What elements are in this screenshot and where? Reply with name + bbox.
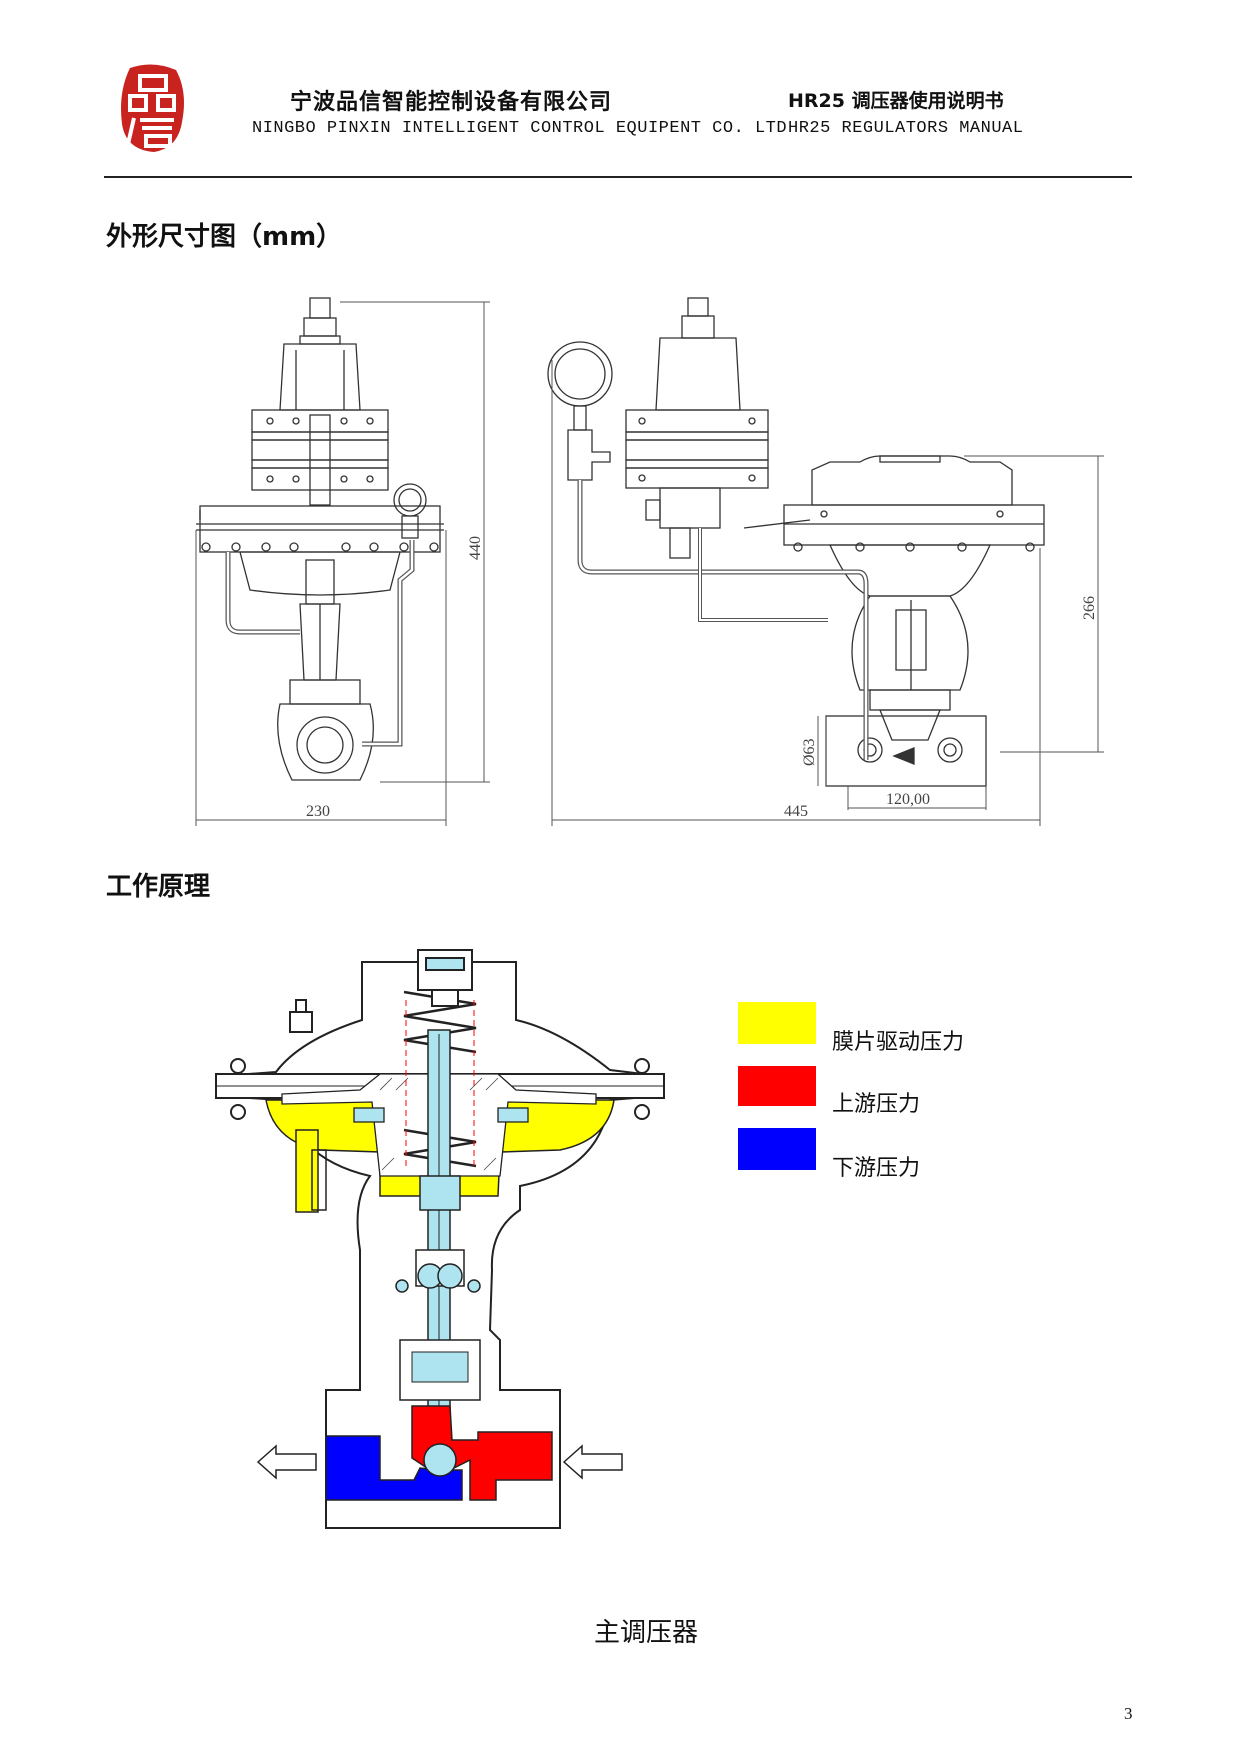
dim-left-width: 230 [306, 803, 330, 820]
dimension-drawing: 230 440 445 266 Ø63 120,00 [195, 297, 1104, 826]
dimensions-section-title: 外形尺寸图（mm） [106, 222, 343, 252]
legend-label-downstream: 下游压力 [832, 1156, 921, 1181]
valve-plug [423, 1443, 457, 1477]
legend: 膜片驱动压力 上游压力 下游压力 [738, 1002, 1038, 1192]
outlet-arrow-icon [256, 1444, 317, 1480]
manual-title-en: HR25 REGULATORS MANUAL [788, 119, 1024, 138]
legend-swatch-diaphragm [738, 1002, 816, 1044]
dim-right-height: 266 [1081, 596, 1098, 620]
header-divider [104, 176, 1132, 178]
page-number: 3 [1124, 1704, 1133, 1723]
company-name-en: NINGBO PINXIN INTELLIGENT CONTROL EQUIPE… [252, 119, 788, 138]
legend-swatch-downstream [738, 1128, 816, 1170]
inlet-arrow-icon [562, 1444, 623, 1480]
principle-section-title: 工作原理 [106, 872, 211, 902]
pilot-signal-port [295, 1129, 319, 1213]
legend-label-upstream: 上游压力 [832, 1092, 921, 1117]
manual-title-cn: HR25 调压器使用说明书 [788, 90, 1004, 112]
company-name-cn: 宁波品信智能控制设备有限公司 [290, 90, 613, 115]
diagram-caption: 主调压器 [594, 1618, 699, 1648]
dim-right-width: 445 [784, 803, 808, 820]
regulator-cross-section [215, 949, 665, 1529]
regulator-front-view [196, 297, 444, 781]
dim-face-to-face: 120,00 [886, 791, 930, 808]
legend-swatch-upstream [738, 1066, 816, 1106]
dim-pipe-diameter: Ø63 [801, 738, 818, 766]
regulator-side-view [547, 297, 1045, 787]
dim-left-height: 440 [467, 536, 484, 560]
legend-label-diaphragm: 膜片驱动压力 [832, 1030, 965, 1055]
logo-seal-icon [121, 64, 184, 152]
company-logo [118, 62, 188, 154]
